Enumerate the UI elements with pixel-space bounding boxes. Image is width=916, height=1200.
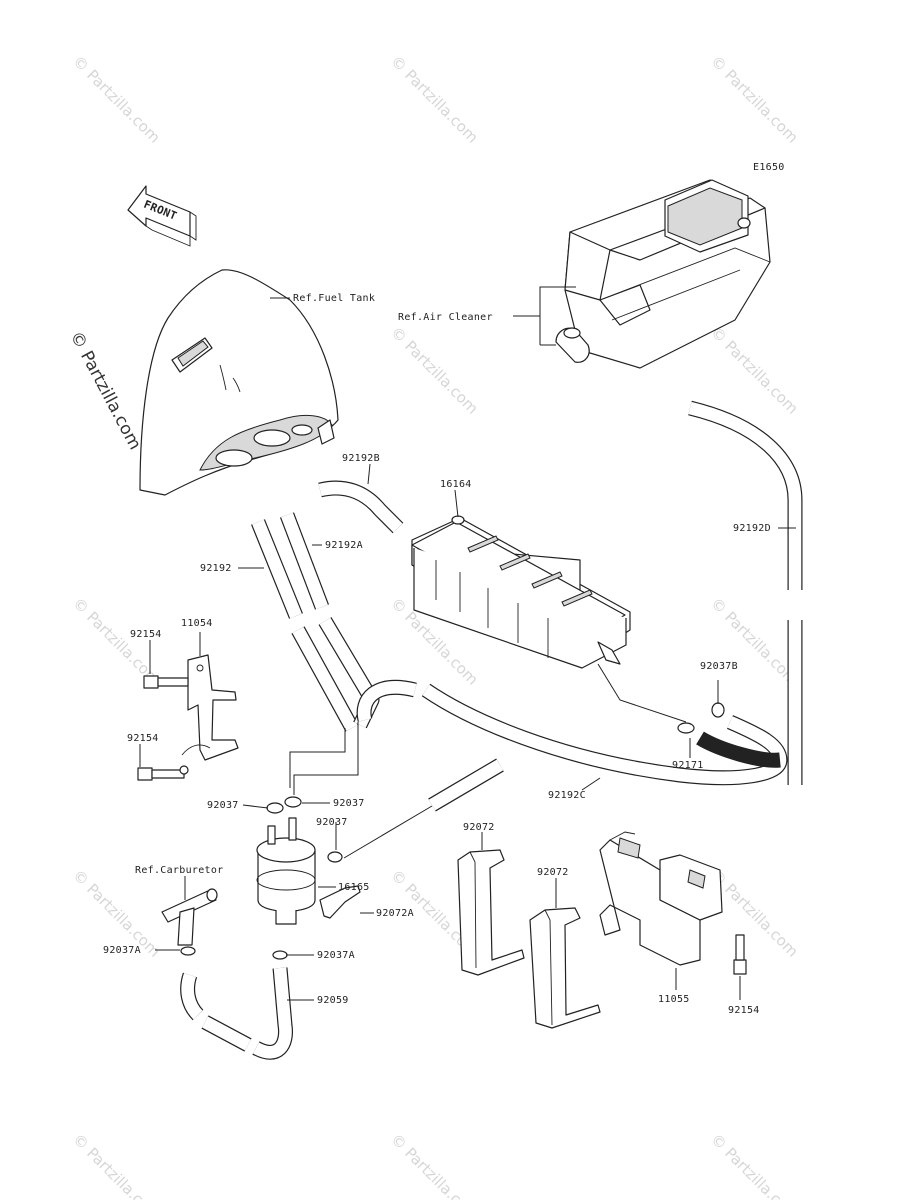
label-92037: 92037 (207, 800, 239, 811)
watermark: © Partzilla.com (707, 1130, 802, 1200)
watermark: © Partzilla.com (387, 1130, 482, 1200)
label-92037B: 92037B (700, 661, 738, 672)
label-92154: 92154 (127, 733, 159, 744)
watermark: © Partzilla.com (707, 52, 802, 147)
label-ref-carburetor: Ref.Carburetor (135, 865, 224, 876)
label-92154: 92154 (130, 629, 162, 640)
bolt-icon (733, 934, 747, 975)
clamp-icon (180, 946, 196, 956)
clamps (180, 702, 725, 960)
label-92072: 92072 (537, 867, 569, 878)
front-arrow-icon: FRONT (127, 185, 197, 247)
leader-lines (139, 286, 796, 1001)
clamp-icon (677, 722, 695, 734)
bolt-icon (143, 675, 189, 689)
label-92192C: 92192C (548, 790, 586, 801)
hoses (180, 400, 803, 1060)
bracket-11054 (181, 654, 239, 761)
label-92037A: 92037A (103, 945, 141, 956)
label-92154: 92154 (728, 1005, 760, 1016)
bolt-icon (137, 765, 189, 781)
bracket-11055 (599, 831, 723, 966)
watermark: © Partzilla.com (707, 866, 802, 961)
fuel-tank (139, 269, 339, 496)
label-92072A: 92072A (376, 908, 414, 919)
watermark: © Partzilla.com (66, 328, 145, 453)
label-92192A: 92192A (325, 540, 363, 551)
label-92171: 92171 (672, 760, 704, 771)
label-92037A: 92037A (317, 950, 355, 961)
label-16164: 16164 (440, 479, 472, 490)
label-92037: 92037 (316, 817, 348, 828)
clamp-icon (272, 950, 288, 960)
diagram-code: E1650 (753, 162, 785, 173)
fuel-filter (256, 817, 316, 925)
label-92072: 92072 (463, 822, 495, 833)
label-11054: 11054 (181, 618, 213, 629)
label-11055: 11055 (658, 994, 690, 1005)
air-cleaner (555, 179, 771, 369)
clamp-icon (327, 851, 343, 863)
label-ref-fuel-tank: Ref.Fuel Tank (293, 293, 375, 304)
label-92059: 92059 (317, 995, 349, 1006)
bolts (137, 675, 747, 975)
clamp-icon (284, 796, 302, 808)
label-92192B: 92192B (342, 453, 380, 464)
watermark: © Partzilla.com (69, 1130, 164, 1200)
watermark: © Partzilla.com (387, 52, 482, 147)
label-ref-air-cleaner: Ref.Air Cleaner (398, 312, 493, 323)
label-16165: 16165 (338, 882, 370, 893)
watermark: © Partzilla.com (69, 52, 164, 147)
callouts: Ref.Fuel Tank Ref.Air Cleaner 92192B 161… (103, 293, 771, 1016)
clamp-icon (266, 802, 284, 814)
label-92037: 92037 (333, 798, 365, 809)
carburetor-fitting (161, 888, 218, 946)
watermark: © Partzilla.com (707, 323, 802, 418)
bracket-92072 (319, 849, 601, 1029)
label-92192: 92192 (200, 563, 232, 574)
label-92192D: 92192D (733, 523, 771, 534)
watermark: © Partzilla.com (387, 323, 482, 418)
canister (411, 515, 631, 669)
clamp-icon (711, 702, 725, 718)
